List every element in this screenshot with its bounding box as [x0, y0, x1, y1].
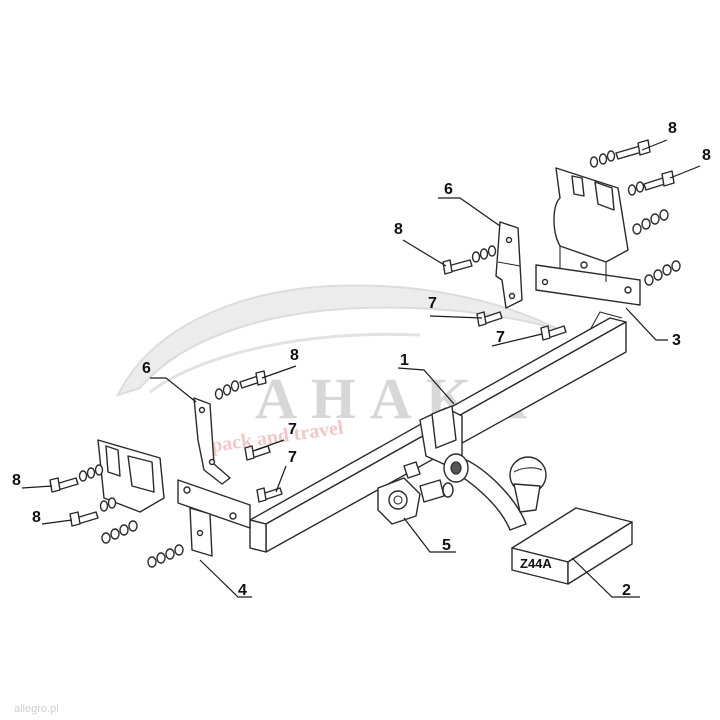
leader-lines: [21, 139, 701, 598]
callout-3: 3: [672, 332, 681, 349]
watermark-corner: allegro.pl: [14, 703, 59, 715]
callout-8-middle-left: 8: [290, 347, 299, 364]
callout-1: 1: [400, 352, 409, 369]
callout-6-left: 6: [142, 360, 151, 377]
callout-8-far-right: 8: [702, 147, 711, 164]
watermark-car-swoosh: [149, 332, 421, 394]
box-label: Z44A: [520, 556, 552, 571]
callout-7-left-lower: 7: [288, 449, 297, 466]
callout-8-left-upper: 8: [12, 472, 21, 489]
main-crossbar: [249, 311, 627, 553]
callout-2: 2: [622, 582, 631, 599]
right-plate-hardware: [442, 245, 567, 341]
right-bracket-hardware: [589, 139, 681, 286]
left-side-hardware: [49, 370, 283, 568]
callout-8-left-lower: 8: [32, 509, 41, 526]
box-kit: Z44A: [511, 507, 633, 585]
callout-7-left-upper: 7: [288, 421, 297, 438]
right-mounting-bracket: [535, 167, 641, 306]
callout-7-middle: 7: [496, 329, 505, 346]
callout-labels: 1 2 3 4 5 6 6 7 7 7 7 8 8 8 8 8 8: [12, 120, 711, 599]
left-plate: [193, 397, 231, 485]
socket-plate: [377, 461, 454, 525]
callout-8-top-right: 8: [668, 120, 677, 137]
left-mounting-bracket: [97, 439, 251, 557]
callout-7-upper: 7: [428, 295, 437, 312]
callout-6-right: 6: [444, 181, 453, 198]
callout-4: 4: [238, 582, 247, 599]
tow-ball-arm: [443, 453, 547, 531]
callout-8-upper-middle: 8: [394, 221, 403, 238]
right-plate: [495, 221, 523, 309]
callout-5: 5: [442, 537, 451, 554]
